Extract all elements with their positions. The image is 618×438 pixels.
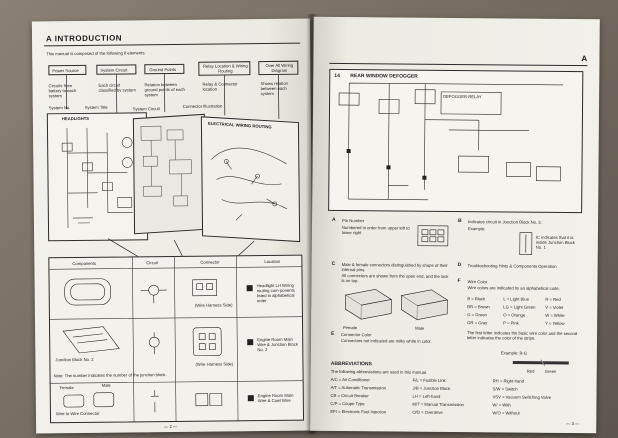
row2-connector-caption: (Wire Harness Side) [195, 361, 234, 367]
headlights-schematic [61, 127, 133, 229]
table-grid [48, 255, 304, 423]
row3-component-caption: Wire to Wire Connector [55, 410, 100, 417]
row1-location-caption: Headlight LH Wiring routing com-ponents … [256, 282, 295, 304]
header-underline [329, 62, 588, 67]
row2-location-caption: Engine Room Main Wire & Junction Block N… [257, 336, 299, 353]
left-page: A INTRODUCTION This manual is composed o… [31, 18, 315, 434]
item-e-text: Connectors not indicated are milky white… [340, 338, 432, 344]
pointer-arrows [66, 74, 280, 261]
item-e-letter: E [331, 330, 335, 337]
item-f-title: Wire Color [467, 279, 488, 285]
row3-male-label: Male [101, 382, 111, 388]
item-f-letter: F [457, 278, 461, 285]
wire-example-drawing [512, 359, 569, 367]
row1-connector-caption: (Wire Harness Side) [194, 302, 233, 308]
item-c-title: Male & female connectors distinguished b… [341, 262, 448, 273]
ic-note: IC indicates that it is inside Junction … [535, 234, 575, 250]
system-circuit-lines [140, 125, 192, 207]
wire-note: The first letter indicates the basic wir… [466, 330, 578, 341]
component-drawings [62, 278, 254, 413]
row3-location-caption: Engine Room Main Wire & Cowl Wire [257, 392, 294, 404]
item-b-title: Indicates circuit in Junction Block No. … [468, 219, 542, 225]
row2-component-caption: Junction Block No. 2 [55, 356, 94, 363]
item-b-letter: B [458, 218, 462, 225]
item-c-letter: C [331, 260, 336, 267]
defogger-schematic [338, 82, 564, 201]
item-b-text: Example: [467, 226, 486, 232]
item-a-letter: A [332, 216, 336, 223]
item-c-text: All connectors are shown from the open e… [341, 273, 449, 284]
abbreviations-intro: The following abbreviations are used in … [330, 368, 428, 375]
junction-example [519, 232, 533, 255]
item-e-title: Connector Color [341, 332, 372, 338]
male-label: Male [415, 325, 425, 331]
pin-number-connector [417, 225, 449, 247]
female-label: Female [343, 325, 358, 331]
wire-example-red: Red [526, 368, 535, 374]
left-page-number: — 2 — [164, 423, 178, 430]
item-f-text: Wire colors are indicated by an alphabet… [467, 285, 560, 291]
item-d-letter: D [457, 262, 462, 269]
item-a-text: Numbered in order from upper left to low… [341, 225, 410, 236]
wire-example-green: Green [544, 368, 557, 374]
abbreviations-title: ABBREVIATIONS [330, 360, 372, 368]
right-page: A 14 REAR WINDOW DEFOGGER DEFOGGER RELAY… [310, 16, 600, 434]
male-female-connectors [344, 288, 449, 321]
wire-example: Example: R-G [500, 350, 528, 356]
right-page-number: — 3 — [566, 420, 580, 427]
item-d-title: Troubleshooting Hints & Components Opera… [467, 263, 557, 269]
corner-letter: A [581, 54, 588, 64]
item-a-title: Pin Number [342, 218, 365, 224]
routing-drawing [211, 147, 287, 221]
row3-female-label: Female [59, 385, 74, 391]
